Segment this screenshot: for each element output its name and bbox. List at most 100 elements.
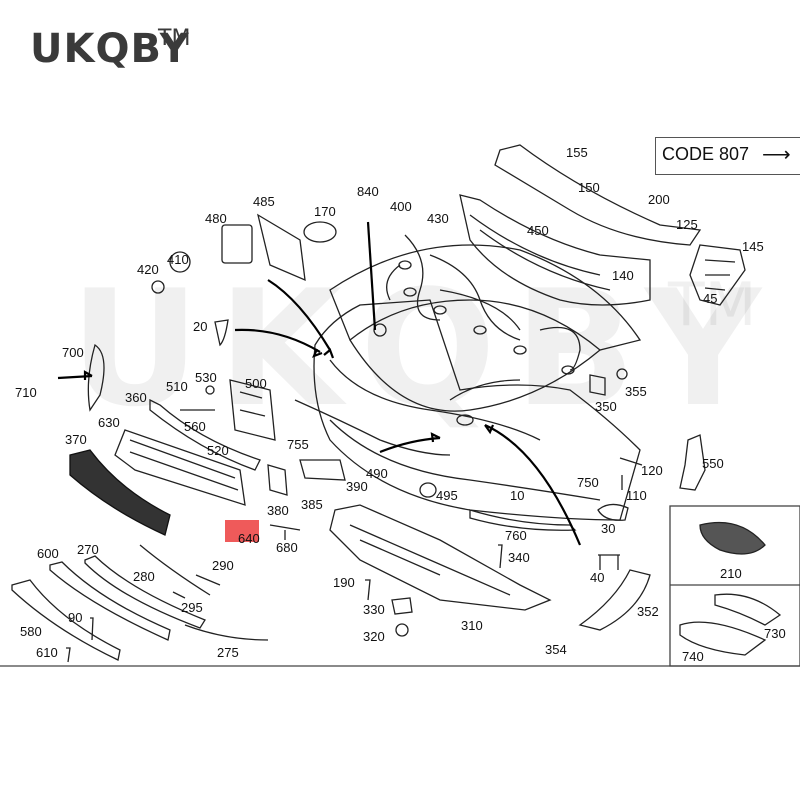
code-note-label: CODE 807 xyxy=(662,144,750,164)
label-360: 360 xyxy=(125,390,147,405)
label-354: 354 xyxy=(545,642,567,657)
label-750: 750 xyxy=(577,475,599,490)
label-20: 20 xyxy=(193,319,208,334)
bumper-shell-10 xyxy=(313,299,641,521)
label-340: 340 xyxy=(508,550,530,565)
label-10: 10 xyxy=(510,488,525,503)
label-350: 350 xyxy=(595,399,617,414)
grille-carrier-630 xyxy=(114,429,246,506)
plate-holder-500 xyxy=(229,379,276,441)
label-610: 610 xyxy=(36,645,58,660)
upper-carrier-450 xyxy=(459,194,651,306)
label-352: 352 xyxy=(637,604,659,619)
label-400: 400 xyxy=(390,199,412,214)
arrow-840 xyxy=(366,221,377,331)
label-730: 730 xyxy=(764,626,786,641)
watermark-trademark: TM xyxy=(668,270,757,340)
label-125: 125 xyxy=(676,217,698,232)
trim-280 xyxy=(139,544,211,596)
highlight-marker xyxy=(225,520,259,542)
label-430: 430 xyxy=(427,211,449,226)
label-90: 90 xyxy=(68,610,83,625)
label-840: 840 xyxy=(357,184,379,199)
label-280: 280 xyxy=(133,569,155,584)
label-320: 320 xyxy=(363,629,385,644)
label-640: 640 xyxy=(238,531,260,546)
label-600: 600 xyxy=(37,546,59,561)
side-bracket-550 xyxy=(679,434,706,491)
frame-360 xyxy=(149,398,261,471)
label-560: 560 xyxy=(184,419,206,434)
label-550: 550 xyxy=(702,456,724,471)
lower-strip-600 xyxy=(49,561,171,641)
label-110: 110 xyxy=(626,488,647,503)
label-290: 290 xyxy=(212,558,234,573)
grille-370 xyxy=(69,449,171,536)
label-490: 490 xyxy=(366,466,388,481)
wiring-hoses xyxy=(386,234,581,375)
label-30: 30 xyxy=(601,521,616,536)
fog-frame-740 xyxy=(679,621,767,656)
label-520: 520 xyxy=(207,443,229,458)
label-450: 450 xyxy=(527,223,549,238)
lower-strip-270 xyxy=(84,555,206,629)
label-680: 680 xyxy=(276,540,298,555)
label-480: 480 xyxy=(205,211,227,226)
arrow-700 xyxy=(57,374,93,380)
upper-strip-150 xyxy=(494,144,702,246)
label-200: 200 xyxy=(648,192,670,207)
label-580: 580 xyxy=(20,624,42,639)
fog-frame-730 xyxy=(714,593,782,626)
label-530: 530 xyxy=(195,370,217,385)
label-45: 45 xyxy=(703,291,718,306)
side-bracket-45 xyxy=(689,244,746,306)
label-630: 630 xyxy=(98,415,120,430)
label-420: 420 xyxy=(137,262,159,277)
label-120: 120 xyxy=(641,463,663,478)
label-760: 760 xyxy=(505,528,527,543)
fog-grille-210 xyxy=(699,521,766,555)
inset-frame xyxy=(669,505,800,667)
code-note-box xyxy=(655,137,800,175)
label-155: 155 xyxy=(566,145,588,160)
label-485: 485 xyxy=(253,194,275,209)
label-385: 385 xyxy=(301,497,323,512)
lower-trim-760 xyxy=(469,509,577,531)
brand-logo-text: UKQBY xyxy=(30,26,190,72)
label-140: 140 xyxy=(612,268,634,283)
side-bracket-352 xyxy=(578,569,651,631)
label-495: 495 xyxy=(436,488,458,503)
label-145: 145 xyxy=(742,239,764,254)
sensor-parts xyxy=(66,213,643,663)
label-370: 370 xyxy=(65,432,87,447)
arrow-40 xyxy=(484,423,582,546)
lower-strip-580 xyxy=(11,579,121,661)
brand-trademark: TM xyxy=(158,26,191,51)
label-500: 500 xyxy=(245,376,267,391)
label-40: 40 xyxy=(590,570,605,585)
label-510: 510 xyxy=(166,379,188,394)
label-190: 190 xyxy=(333,575,355,590)
label-170: 170 xyxy=(314,204,336,219)
watermark-text: UKQBY xyxy=(70,255,779,442)
trim-275 xyxy=(184,624,269,641)
label-275: 275 xyxy=(217,645,239,660)
under-shield-310 xyxy=(329,504,552,611)
label-755: 755 xyxy=(287,437,309,452)
label-380: 380 xyxy=(267,503,289,518)
arrow-490 xyxy=(379,436,441,454)
label-355: 355 xyxy=(625,384,647,399)
label-410: 410 xyxy=(167,252,189,267)
label-330: 330 xyxy=(363,602,385,617)
label-210: 210 xyxy=(720,566,742,581)
label-700: 700 xyxy=(62,345,84,360)
label-150: 150 xyxy=(578,180,600,195)
arrow-340-to-bumper xyxy=(267,279,331,351)
callout-arrows xyxy=(57,221,582,546)
label-710: 710 xyxy=(15,385,37,400)
label-740: 740 xyxy=(682,649,704,664)
label-310: 310 xyxy=(461,618,483,633)
label-295: 295 xyxy=(181,600,203,615)
